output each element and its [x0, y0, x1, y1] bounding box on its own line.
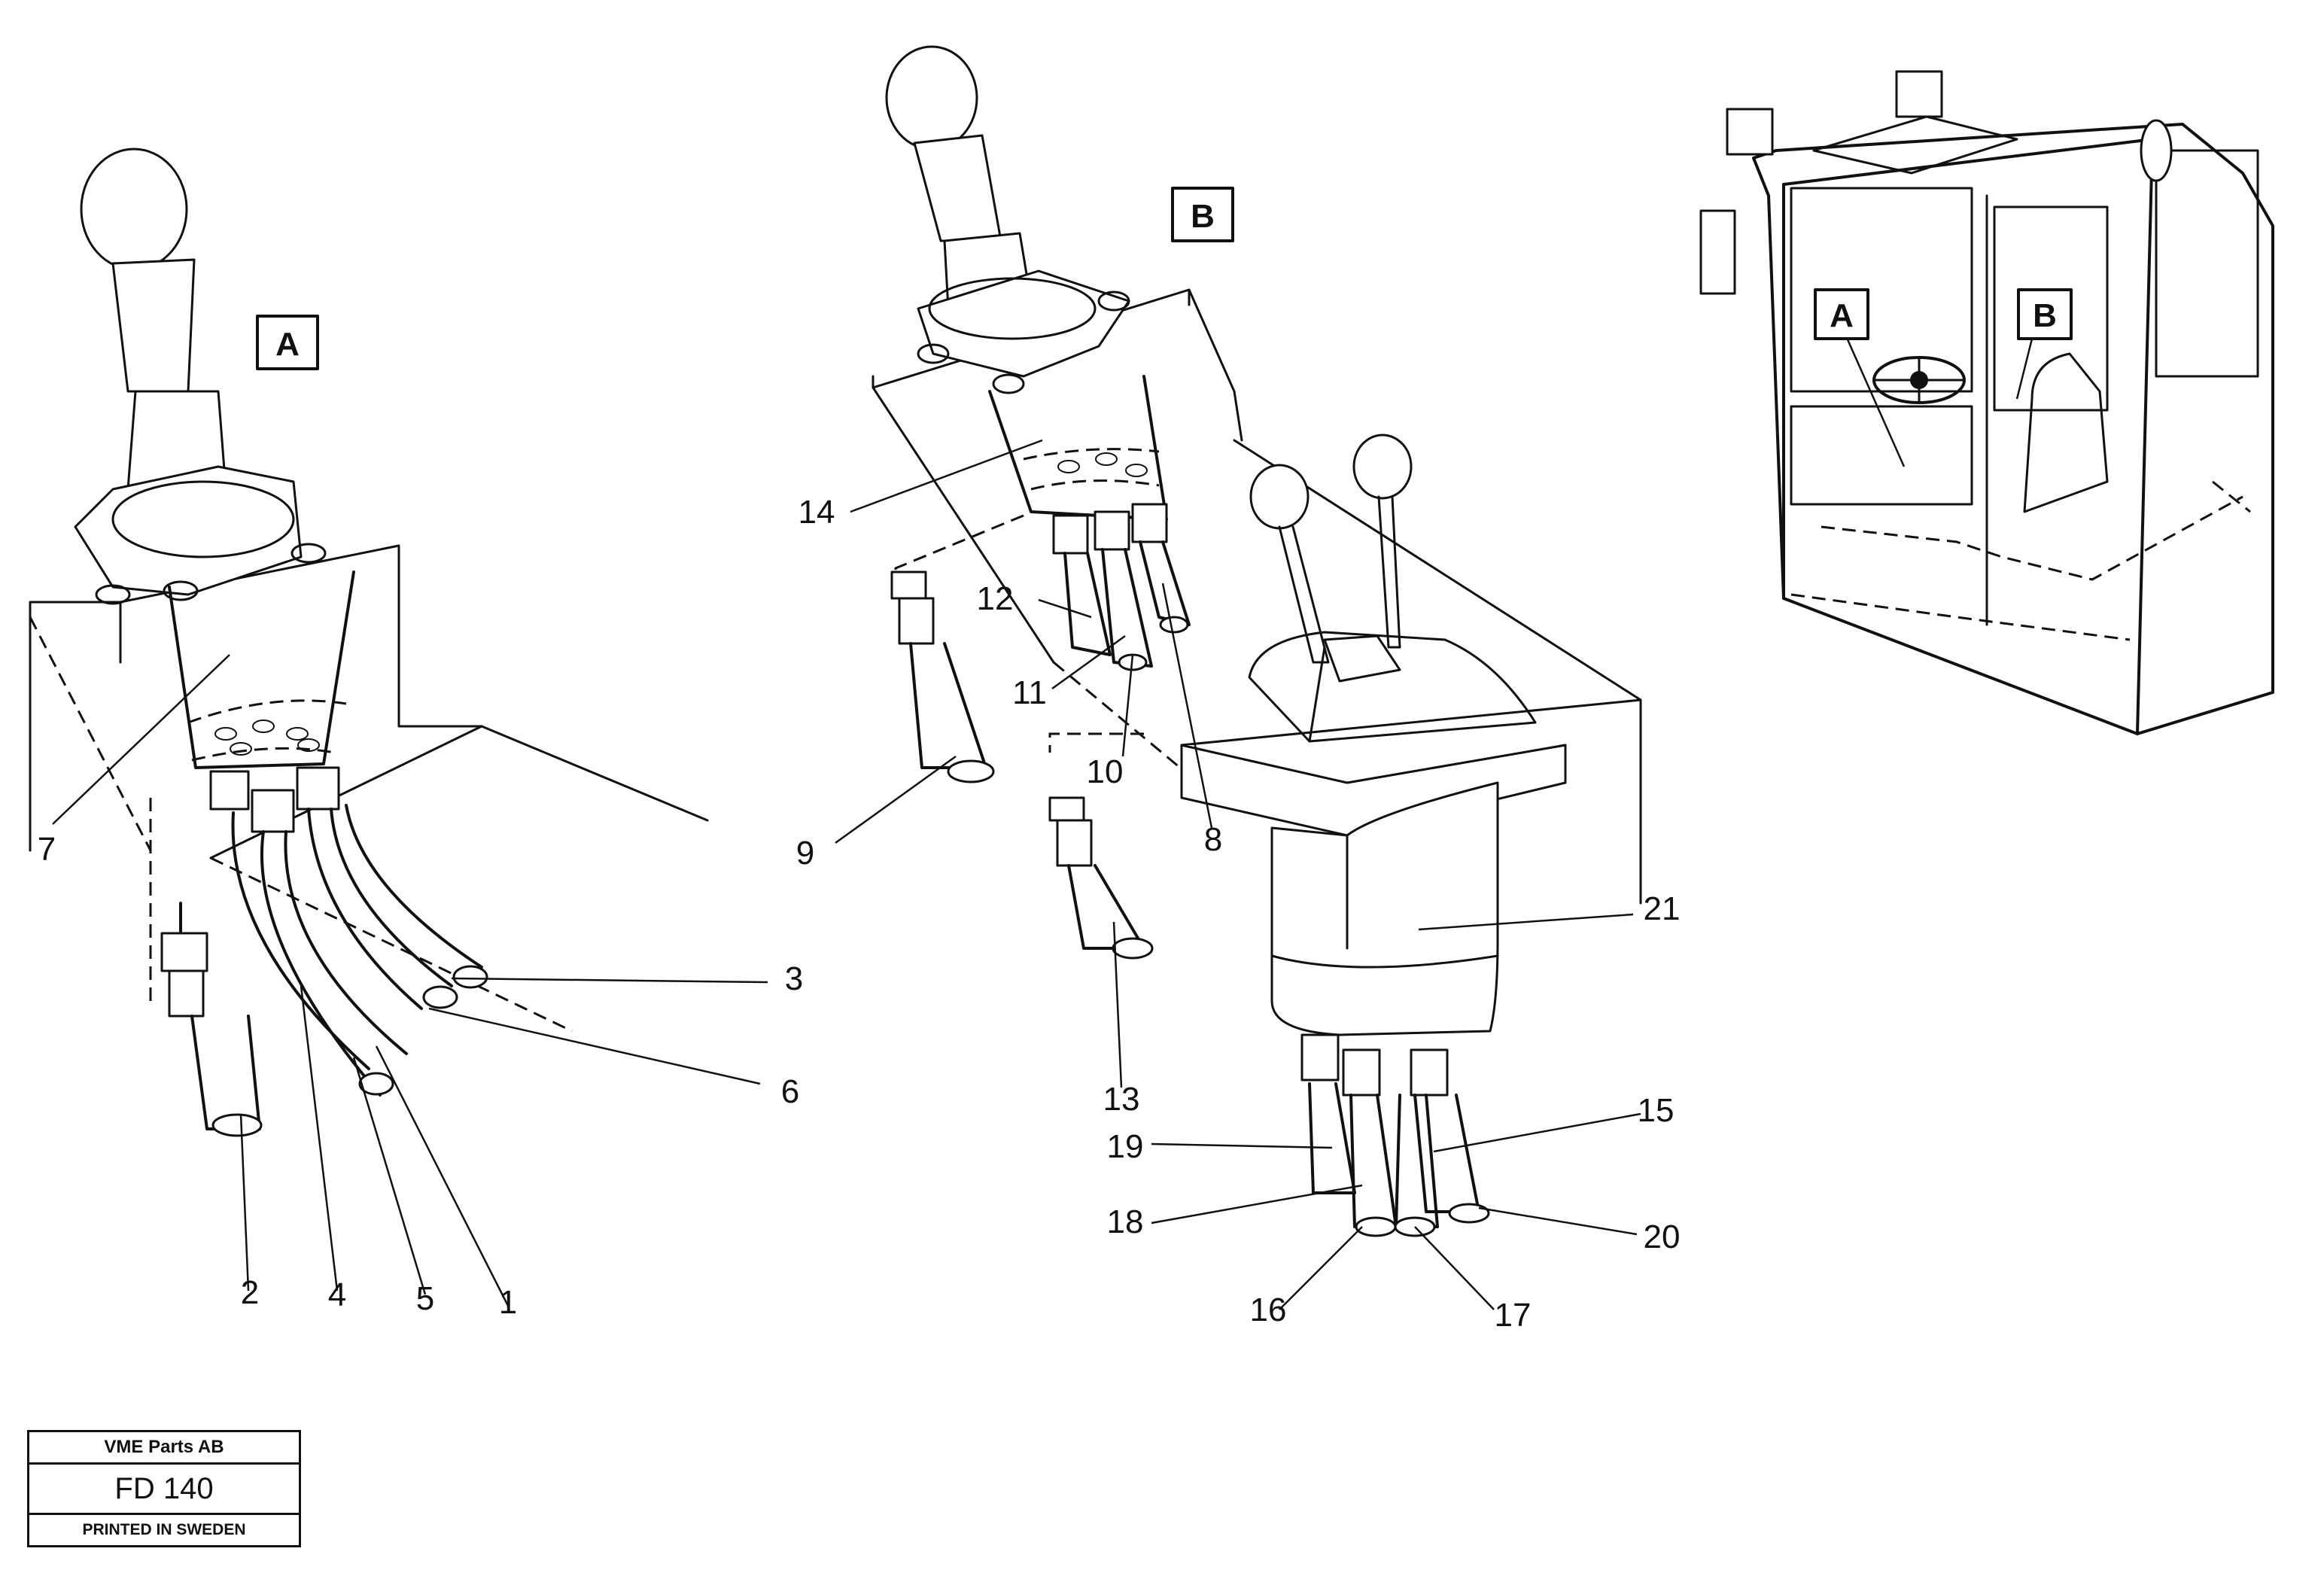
callout-8: 8	[1204, 821, 1222, 858]
callout-16: 16	[1250, 1291, 1287, 1328]
callout-19: 19	[1107, 1128, 1144, 1165]
printed-note: PRINTED IN SWEDEN	[82, 1521, 246, 1538]
company-name: VME Parts AB	[29, 1432, 299, 1465]
assembly-a-joystick	[29, 148, 709, 1137]
callout-18: 18	[1107, 1203, 1144, 1240]
view-box-b	[1171, 187, 1234, 242]
leader-lines	[52, 439, 1641, 1310]
callout-17: 17	[1495, 1297, 1532, 1334]
callout-15: 15	[1638, 1092, 1675, 1129]
callout-4: 4	[328, 1276, 346, 1313]
callout-9: 9	[796, 835, 814, 872]
drawing-code: FD 140	[29, 1465, 299, 1515]
callout-13: 13	[1103, 1081, 1140, 1118]
view-label-a: A	[275, 326, 300, 363]
callout-1: 1	[499, 1284, 517, 1321]
callout-5: 5	[416, 1280, 434, 1317]
callout-20: 20	[1644, 1218, 1681, 1255]
title-block: VME Parts AB FD 140 PRINTED IN SWEDEN	[27, 1430, 301, 1547]
callout-10: 10	[1087, 753, 1124, 790]
cab-overview: A B	[1699, 70, 2274, 735]
view-label-b-cab: B	[2033, 297, 2057, 334]
callout-14: 14	[798, 494, 835, 531]
view-box-a	[256, 315, 319, 370]
view-label-b: B	[1191, 198, 1215, 235]
callout-2: 2	[241, 1274, 259, 1311]
callout-numbers: 1 2 3 4 5 6 7 8 9 10 11 12 13 14 15 16 1…	[38, 494, 1681, 1334]
callout-11: 11	[1012, 674, 1047, 711]
callout-21: 21	[1644, 890, 1681, 927]
callout-7: 7	[38, 831, 56, 868]
assembly-b-valves	[872, 45, 1642, 1237]
callout-6: 6	[781, 1073, 799, 1110]
callout-3: 3	[785, 960, 803, 997]
callout-12: 12	[977, 580, 1014, 617]
view-label-a-cab: A	[1830, 297, 1854, 334]
